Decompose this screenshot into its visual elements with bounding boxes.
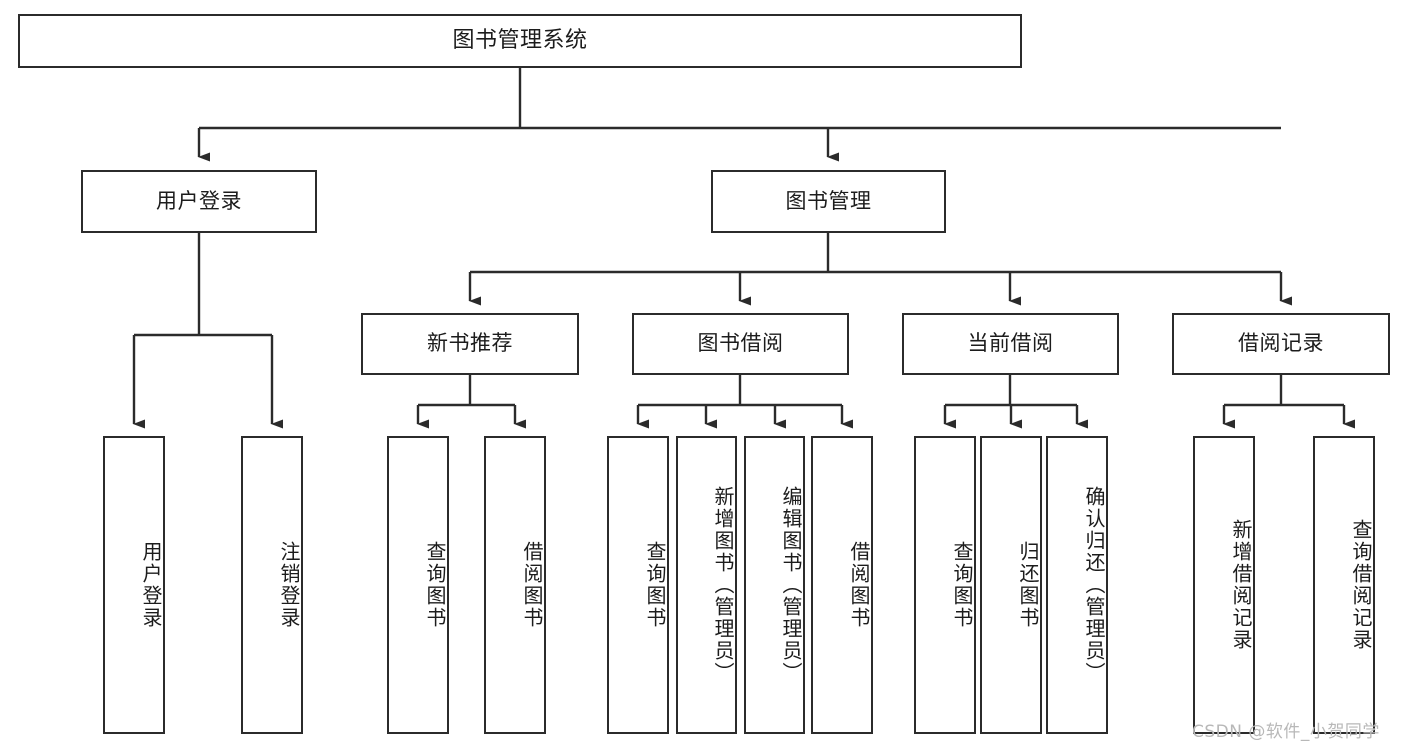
node-label: 新增借阅记录: [1229, 519, 1253, 651]
leaf-add-record[interactable]: 新增借阅记录: [1193, 436, 1255, 734]
node-label: 归还图书: [1016, 541, 1040, 629]
node-current-borrow[interactable]: 当前借阅: [902, 313, 1119, 375]
node-borrow-record[interactable]: 借阅记录: [1172, 313, 1390, 375]
node-label: 新书推荐: [427, 331, 513, 356]
leaf-borrow-book-2[interactable]: 借阅图书: [811, 436, 873, 734]
node-label: 查询图书: [643, 541, 667, 629]
leaf-query-record[interactable]: 查询借阅记录: [1313, 436, 1375, 734]
node-label: 新增图书（管理员）: [711, 486, 735, 684]
node-root-system[interactable]: 图书管理系统: [18, 14, 1022, 68]
leaf-edit-book[interactable]: 编辑图书（管理员）: [744, 436, 805, 734]
node-label: 当前借阅: [967, 331, 1054, 356]
leaf-query-book-2[interactable]: 查询图书: [607, 436, 669, 734]
csdn-watermark: CSDN @软件_小贺同学: [1192, 722, 1380, 742]
node-label: 图书借阅: [697, 331, 784, 356]
node-new-book-recommend[interactable]: 新书推荐: [361, 313, 579, 375]
node-label: 用户登录: [156, 188, 242, 213]
node-label: 注销登录: [277, 541, 301, 629]
node-label: 编辑图书（管理员）: [779, 486, 803, 684]
leaf-logout-login[interactable]: 注销登录: [241, 436, 303, 734]
leaf-user-login[interactable]: 用户登录: [103, 436, 165, 734]
node-label: 用户登录: [139, 541, 163, 629]
leaf-return-book[interactable]: 归还图书: [980, 436, 1042, 734]
node-user-login[interactable]: 用户登录: [81, 170, 317, 233]
node-label: 借阅图书: [520, 541, 544, 629]
leaf-confirm-return[interactable]: 确认归还（管理员）: [1046, 436, 1108, 734]
node-label: 图书管理系统: [452, 27, 588, 53]
node-book-manage[interactable]: 图书管理: [711, 170, 946, 233]
leaf-query-book-1[interactable]: 查询图书: [387, 436, 449, 734]
node-label: 查询借阅记录: [1349, 519, 1373, 651]
leaf-add-book[interactable]: 新增图书（管理员）: [676, 436, 737, 734]
node-label: 查询图书: [950, 541, 974, 629]
leaf-borrow-book-1[interactable]: 借阅图书: [484, 436, 546, 734]
node-label: 查询图书: [423, 541, 447, 629]
leaf-query-book-3[interactable]: 查询图书: [914, 436, 976, 734]
node-label: 确认归还（管理员）: [1082, 486, 1106, 684]
node-label: 图书管理: [785, 188, 872, 213]
node-book-borrow[interactable]: 图书借阅: [632, 313, 849, 375]
node-label: 借阅图书: [847, 541, 871, 629]
node-label: 借阅记录: [1238, 331, 1324, 356]
